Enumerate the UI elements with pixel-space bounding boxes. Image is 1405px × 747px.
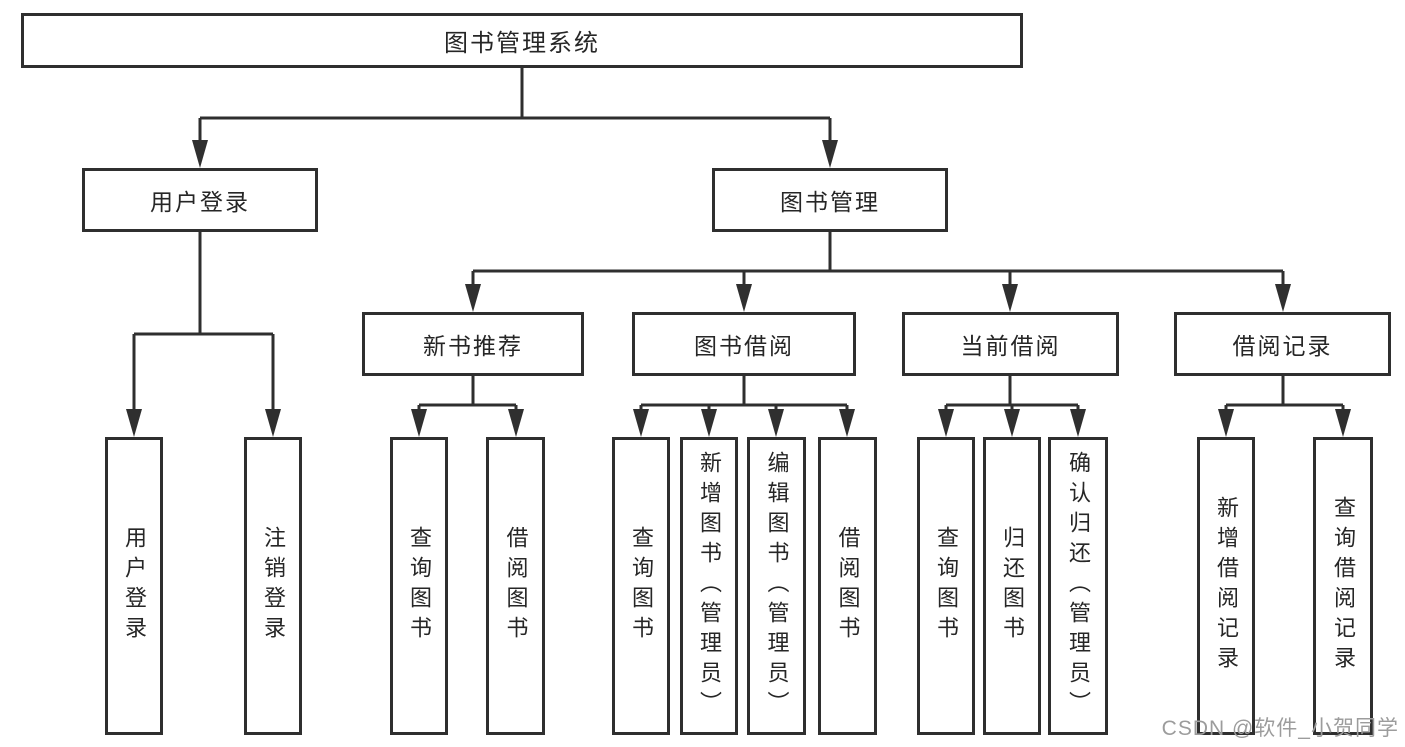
leaf-confirm-return-admin: 确认归还（管理员） — [1048, 437, 1108, 735]
leaf-add-book-admin: 新增图书（管理员） — [680, 437, 738, 735]
leaf-borrow-query-books: 查询图书 — [612, 437, 670, 735]
node-book-borrowing-label: 图书借阅 — [694, 333, 794, 359]
connector-newbook-to-leaves — [411, 376, 524, 437]
leaf-logout: 注销登录 — [244, 437, 302, 735]
node-borrowing-records: 借阅记录 — [1174, 312, 1391, 376]
node-new-book-recommend: 新书推荐 — [362, 312, 584, 376]
leaf-return-books: 归还图书 — [983, 437, 1041, 735]
leaf-borrow-borrow-books-label: 借阅图书 — [835, 526, 861, 646]
leaf-add-book-admin-label: 新增图书（管理员） — [697, 451, 722, 721]
leaf-newbook-borrow-books: 借阅图书 — [486, 437, 545, 735]
leaf-add-borrow-record-label: 新增借阅记录 — [1214, 496, 1239, 676]
node-current-borrowing-label: 当前借阅 — [960, 333, 1061, 359]
leaf-user-login-label: 用户登录 — [122, 526, 147, 646]
leaf-newbook-query-books-label: 查询图书 — [407, 526, 432, 646]
node-user-login-label: 用户登录 — [150, 189, 250, 215]
node-new-book-recommend-label: 新书推荐 — [423, 333, 523, 359]
node-book-management-label: 图书管理 — [780, 189, 880, 215]
leaf-add-borrow-record: 新增借阅记录 — [1197, 437, 1255, 735]
connector-currentborrow-to-leaves — [938, 376, 1086, 437]
node-user-login: 用户登录 — [82, 168, 318, 232]
node-root-label: 图书管理系统 — [444, 30, 600, 57]
leaf-current-query-books-label: 查询图书 — [934, 526, 959, 646]
node-book-management: 图书管理 — [712, 168, 948, 232]
leaf-return-books-label: 归还图书 — [1000, 526, 1025, 646]
connector-userlogin-to-leaves — [126, 232, 281, 437]
connector-root-to-level2 — [192, 68, 838, 168]
leaf-edit-book-admin: 编辑图书（管理员） — [747, 437, 806, 735]
connector-borrowrecord-to-leaves — [1218, 376, 1351, 437]
leaf-query-borrow-record: 查询借阅记录 — [1313, 437, 1373, 735]
leaf-user-login: 用户登录 — [105, 437, 163, 735]
leaf-borrow-borrow-books: 借阅图书 — [818, 437, 877, 735]
csdn-watermark: CSDN @软件_小贺同学 — [1161, 717, 1399, 740]
leaf-newbook-query-books: 查询图书 — [390, 437, 448, 735]
leaf-newbook-borrow-books-label: 借阅图书 — [503, 526, 529, 646]
leaf-current-query-books: 查询图书 — [917, 437, 975, 735]
node-root-system: 图书管理系统 — [21, 13, 1023, 68]
node-book-borrowing: 图书借阅 — [632, 312, 856, 376]
leaf-edit-book-admin-label: 编辑图书（管理员） — [764, 451, 790, 721]
leaf-borrow-query-books-label: 查询图书 — [629, 526, 654, 646]
leaf-confirm-return-admin-label: 确认归还（管理员） — [1066, 451, 1091, 721]
connector-bookborrow-to-leaves — [633, 376, 855, 437]
node-borrowing-records-label: 借阅记录 — [1232, 333, 1333, 359]
leaf-query-borrow-record-label: 查询借阅记录 — [1331, 496, 1356, 676]
node-current-borrowing: 当前借阅 — [902, 312, 1119, 376]
leaf-logout-label: 注销登录 — [261, 526, 286, 646]
connector-bookmgmt-to-level3 — [465, 232, 1291, 312]
